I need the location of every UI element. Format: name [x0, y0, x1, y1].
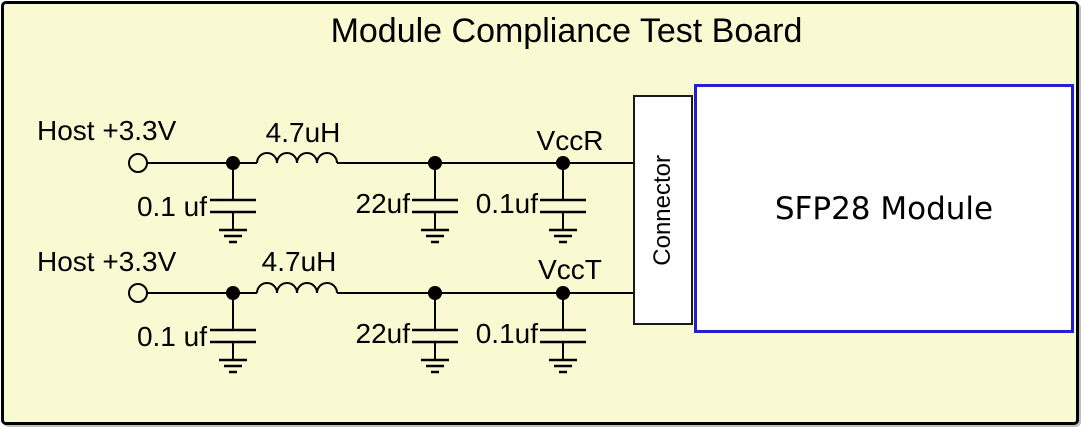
- capacitor-value-label: 0.1uf: [476, 318, 538, 349]
- capacitor-ground-symbol: [208, 161, 258, 244]
- junction-dot: [556, 156, 570, 170]
- host-voltage-label: Host +3.3V: [37, 115, 177, 146]
- terminal-circle: [128, 153, 148, 173]
- capacitor-ground-symbol: [410, 161, 460, 244]
- net-name-label: VccT: [538, 254, 602, 285]
- capacitor-ground-symbol: [538, 161, 588, 244]
- capacitor-ground-symbol: [538, 291, 588, 374]
- capacitor-value-label: 22uf: [356, 188, 411, 219]
- capacitor-value-label: 0.1 uf: [137, 191, 207, 222]
- inductor-symbol: [256, 282, 338, 294]
- capacitor-ground-symbol: [410, 291, 460, 374]
- rail-vcct: Host +3.3V 4.7uH 0.1 uf 22uf 0.1uf VccT: [37, 246, 633, 374]
- rail-vccr: Host +3.3V 4.7uH 0.1 uf 22uf 0.1uf VccR: [37, 115, 633, 244]
- net-name-label: VccR: [537, 125, 604, 156]
- capacitor-value-label: 22uf: [356, 318, 411, 349]
- capacitor-ground-symbol: [208, 291, 258, 374]
- junction-dot: [556, 286, 570, 300]
- inductor-value-label: 4.7uH: [262, 246, 337, 277]
- capacitor-value-label: 0.1 uf: [137, 321, 207, 352]
- junction-dot: [428, 156, 442, 170]
- page-title: Module Compliance Test Board: [330, 12, 803, 50]
- connector-box: Connector: [633, 95, 693, 325]
- junction-dot: [428, 286, 442, 300]
- inductor-symbol: [256, 152, 338, 164]
- capacitor-value-label: 0.1uf: [476, 188, 538, 219]
- sfp28-module-box: SFP28 Module: [694, 84, 1074, 333]
- sfp28-module-label: SFP28 Module: [774, 190, 994, 227]
- host-voltage-label: Host +3.3V: [37, 246, 177, 277]
- inductor-value-label: 4.7uH: [266, 117, 341, 148]
- junction-dot: [226, 156, 240, 170]
- terminal-circle: [128, 283, 148, 303]
- junction-dot: [226, 286, 240, 300]
- connector-label: Connector: [649, 154, 676, 266]
